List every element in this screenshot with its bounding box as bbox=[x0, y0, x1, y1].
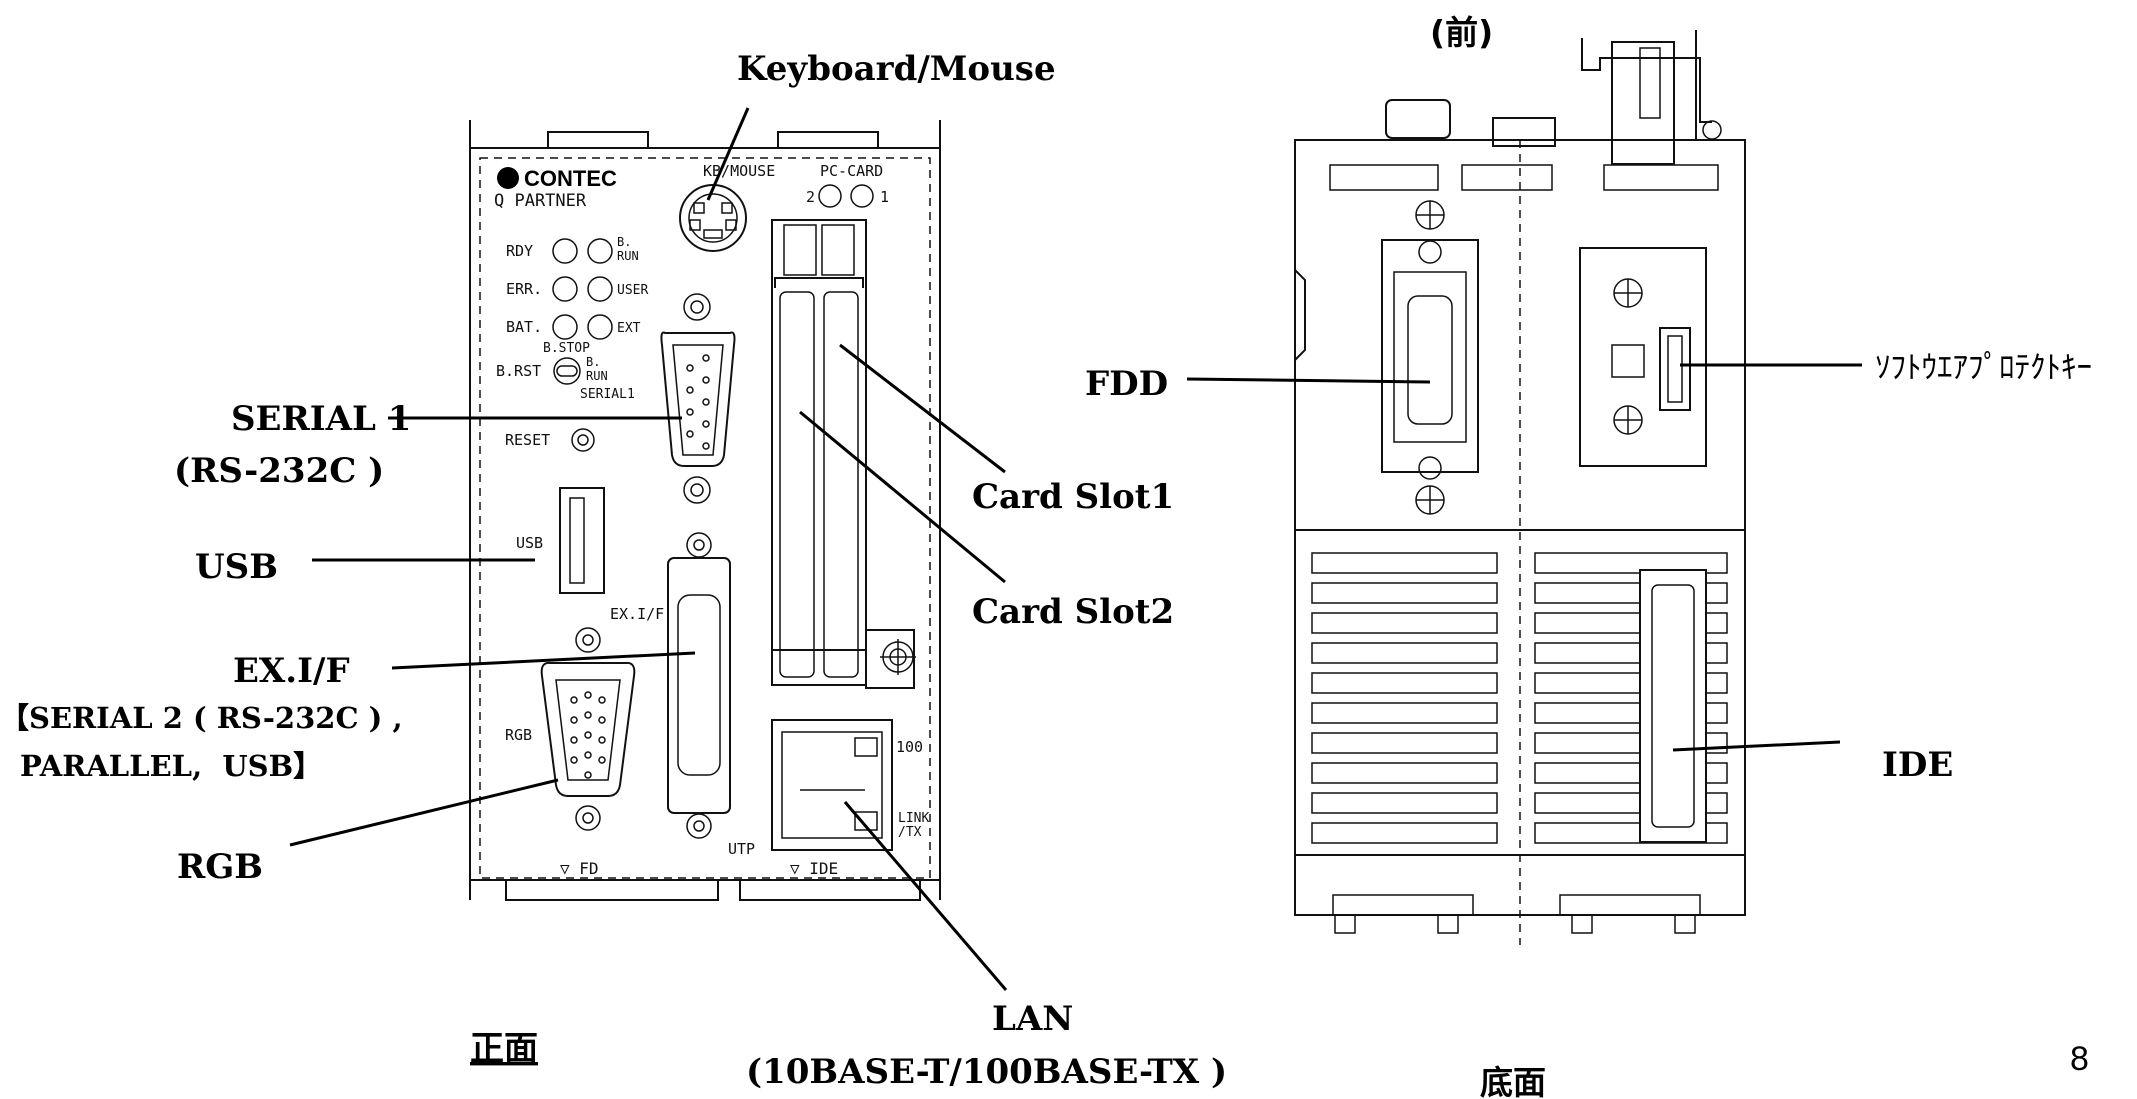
vent-slots-left bbox=[1311, 552, 1498, 844]
fdd-connector bbox=[1381, 200, 1479, 515]
callout-exif-sub2: PARALLEL, USB】 bbox=[20, 749, 322, 783]
keyboard-mouse-port bbox=[679, 184, 747, 252]
panel-usb: USB bbox=[516, 534, 543, 552]
panel-b-stop: B.STOP bbox=[543, 341, 590, 356]
panel-err: ERR. bbox=[506, 280, 542, 298]
bottom-front-label: (前) bbox=[1430, 13, 1493, 52]
bottom-callout-lines bbox=[1186, 363, 1862, 752]
panel-b-rst: B.RST bbox=[496, 362, 541, 380]
panel-utp: UTP bbox=[728, 840, 755, 858]
front-view-caption: 正面 bbox=[470, 1029, 538, 1069]
page-number: 8 bbox=[2070, 1040, 2089, 1078]
panel-pc-card-2: 2 bbox=[806, 188, 815, 206]
callout-keyboard-mouse: Keyboard/Mouse bbox=[737, 49, 1056, 89]
panel-brand: CONTEC bbox=[524, 166, 617, 191]
panel-model: Q PARTNER bbox=[494, 191, 587, 211]
callout-serial1: SERIAL 1 bbox=[231, 399, 411, 439]
b-run-led-icon bbox=[587, 238, 613, 264]
vent-slots-right bbox=[1534, 552, 1728, 844]
rgb-port bbox=[540, 627, 636, 831]
bat-led-icon bbox=[552, 314, 578, 340]
callout-lan-sub: (10BASE-T/100BASE-TX ) bbox=[746, 1052, 1227, 1092]
panel-run-top: RUN bbox=[617, 249, 639, 263]
contec-logo-icon bbox=[497, 167, 519, 189]
reset-button-icon bbox=[571, 428, 595, 452]
panel-b-run-sw: B. bbox=[586, 355, 600, 369]
callout-serial1-sub: (RS-232C ) bbox=[174, 451, 384, 491]
panel-tx: /TX bbox=[898, 825, 922, 840]
protect-key-connector bbox=[1579, 247, 1707, 467]
card-slots bbox=[771, 219, 916, 689]
panel-reset: RESET bbox=[505, 431, 550, 449]
callout-fdd: FDD bbox=[1085, 364, 1168, 404]
callout-card-slot1: Card Slot1 bbox=[972, 477, 1174, 517]
panel-ext: EXT bbox=[617, 321, 641, 336]
panel-run-sw: RUN bbox=[586, 369, 608, 383]
panel-bat: BAT. bbox=[506, 318, 542, 336]
bottom-view-caption: 底面 bbox=[1480, 1063, 1546, 1099]
panel-pc-card: PC-CARD bbox=[820, 162, 883, 180]
run-switch bbox=[553, 357, 581, 385]
serial1-port bbox=[660, 293, 736, 504]
callout-protect-key: ｿﾌﾄｳｴｱﾌﾟﾛﾃｸﾄｷｰ bbox=[1875, 350, 2092, 386]
panel-rdy: RDY bbox=[506, 242, 533, 260]
callout-rgb: RGB bbox=[177, 847, 263, 887]
panel-user: USER bbox=[617, 283, 648, 298]
callout-ide: IDE bbox=[1882, 745, 1953, 785]
lan-port bbox=[771, 719, 893, 851]
rdy-led-icon bbox=[552, 238, 578, 264]
panel-link: LINK bbox=[898, 811, 929, 826]
panel-lan-100: 100 bbox=[896, 738, 923, 756]
callout-exif-sub1: 【SERIAL 2 ( RS-232C ) , bbox=[0, 701, 403, 735]
exif-port bbox=[667, 532, 731, 839]
panel-serial1: SERIAL1 bbox=[580, 387, 635, 402]
usb-port bbox=[559, 487, 605, 594]
panel-b-run-top: B. bbox=[617, 235, 631, 249]
callout-lan: LAN bbox=[992, 999, 1073, 1039]
callout-exif: EX.I/F bbox=[233, 651, 350, 691]
panel-exif: EX.I/F bbox=[610, 605, 664, 623]
front-view-drawing: CONTEC Q PARTNER KB/MOUSE PC-CARD 2 1 RD… bbox=[469, 120, 941, 901]
callout-card-slot2: Card Slot2 bbox=[972, 592, 1174, 632]
callout-usb: USB bbox=[195, 547, 278, 587]
panel-pc-card-1: 1 bbox=[880, 188, 889, 206]
panel-rgb: RGB bbox=[505, 726, 532, 744]
panel-ide: ▽ IDE bbox=[790, 859, 838, 878]
ide-connector bbox=[1639, 569, 1707, 843]
front-callout-lines bbox=[289, 107, 1008, 991]
user-led-icon bbox=[587, 276, 613, 302]
bottom-view-drawing bbox=[1294, 30, 1746, 945]
panel-fd: ▽ FD bbox=[560, 859, 599, 878]
err-led-icon bbox=[552, 276, 578, 302]
panel-kb-mouse: KB/MOUSE bbox=[703, 162, 775, 180]
ext-led-icon bbox=[587, 314, 613, 340]
